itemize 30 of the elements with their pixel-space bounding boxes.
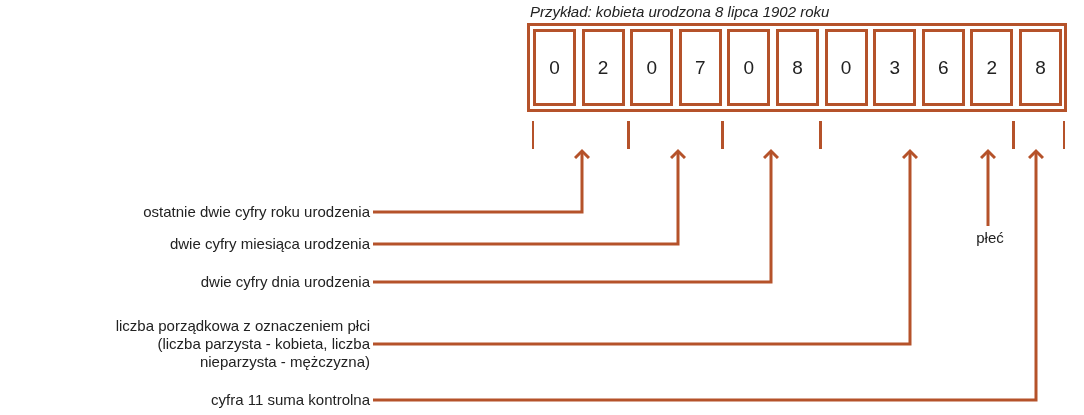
bracket [819,121,1015,149]
digit-cell: 0 [727,29,771,106]
digit-cell: 7 [678,29,722,106]
arrow [373,149,780,284]
bracket [627,121,724,149]
arrow [373,149,1045,402]
digit-cell: 8 [1019,29,1062,106]
bracket [721,121,822,149]
label-text: dwie cyfry dnia urodzenia [200,273,370,291]
arrow [373,149,591,214]
digit-cell: 6 [921,29,965,106]
label-text: ostatnie dwie cyfry roku urodzenia [143,203,370,221]
label-text: liczba porządkowa z oznaczeniem płci (liczba parzysta - kobieta, liczba nieparzysta - mężczyzna) [105,317,370,371]
title: Przykład: kobieta urodzona 8 lipca 1902 roku [530,3,830,20]
label-text: płeć [976,229,1004,247]
digit-row-frame [527,23,1067,112]
digit-cell: 0 [824,29,868,106]
bracket [1012,121,1065,149]
arrow [979,149,997,226]
digit-cell: 2 [581,29,625,106]
arrow [373,149,687,246]
digit-cell: 0 [630,29,674,106]
label-text: dwie cyfry miesiąca urodzenia [169,235,370,253]
digit-cell: 2 [970,29,1014,106]
arrow [373,149,919,346]
digit-cell: 0 [533,29,576,106]
label-text: cyfra 11 suma kontrolna [211,391,370,409]
bracket [532,121,630,149]
digit-cell: 3 [873,29,917,106]
digit-cell: 8 [776,29,819,106]
